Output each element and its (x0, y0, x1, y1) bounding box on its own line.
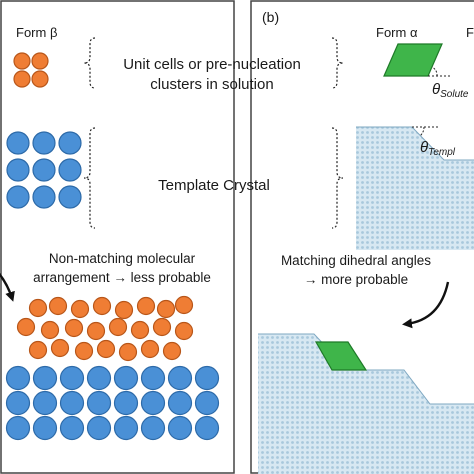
template-molecule (6, 131, 30, 155)
template-surface-bottom (258, 334, 474, 474)
form-beta-molecule (140, 339, 160, 359)
template-molecule (59, 390, 85, 416)
template-molecule (86, 415, 112, 441)
form-beta-molecule (174, 321, 194, 341)
template-molecule (113, 390, 139, 416)
template-crystal-layer (5, 365, 220, 441)
template-molecule (32, 158, 56, 182)
template-molecule (32, 185, 56, 209)
form-alpha-label: Form α (376, 25, 418, 40)
form-beta-random-layer (16, 295, 194, 362)
form-beta-molecule (74, 341, 94, 361)
form-beta-molecule (31, 70, 49, 88)
caption-right-outcome-line2: → more probable (304, 272, 408, 287)
form-beta-molecule (13, 70, 31, 88)
brace-icon (83, 37, 96, 89)
caption-template-crystal: Template Crystal (158, 177, 270, 194)
theta-solute-label: θSolute (432, 81, 469, 100)
theta-template-label: θTempl (420, 139, 456, 158)
form-beta-molecule (162, 341, 182, 361)
template-molecule (5, 415, 31, 441)
template-molecule (113, 415, 139, 441)
template-molecule (59, 365, 85, 391)
form-beta-molecule (28, 340, 48, 360)
template-molecule (5, 365, 31, 391)
caption-right-outcome-line1: Matching dihedral angles (281, 253, 431, 268)
template-molecule (167, 390, 193, 416)
form-beta-molecule (108, 317, 128, 337)
brace-icon (83, 127, 96, 229)
form-beta-molecule (114, 300, 134, 320)
form-beta-molecule (13, 52, 31, 70)
template-molecule (86, 365, 112, 391)
form-beta-label: Form β (16, 25, 57, 40)
form-beta-molecule (86, 321, 106, 341)
form-beta-molecule (48, 296, 68, 316)
template-bottom-outline (258, 333, 474, 405)
left-panel-frame (0, 0, 235, 474)
form-beta-molecule (31, 52, 49, 70)
form-alpha-nucleus (314, 341, 368, 371)
template-molecule (58, 185, 82, 209)
template-molecule (140, 365, 166, 391)
template-molecule (194, 390, 220, 416)
form-beta-molecule (152, 317, 172, 337)
form-beta-molecule (28, 298, 48, 318)
panel-tag-b: (b) (262, 9, 279, 25)
form-beta-molecule (64, 318, 84, 338)
form-beta-molecule (16, 317, 36, 337)
template-molecule (59, 415, 85, 441)
form-alpha-unit-cell (383, 43, 443, 77)
template-molecule (32, 390, 58, 416)
template-angle-arc (419, 126, 425, 137)
form-beta-cluster (13, 52, 49, 88)
template-molecule (113, 365, 139, 391)
brace-icon (331, 127, 344, 229)
template-molecule (194, 415, 220, 441)
form-beta-molecule (156, 299, 176, 319)
template-molecule (5, 390, 31, 416)
form-beta-molecule (118, 342, 138, 362)
caption-clusters-line2: clusters in solution (150, 76, 273, 93)
caption-left-outcome-line1: Non-matching molecular (49, 251, 196, 266)
template-surface-top (356, 127, 474, 250)
template-molecule (6, 185, 30, 209)
curved-arrow-icon (402, 281, 450, 329)
template-molecule (86, 390, 112, 416)
template-molecule (167, 415, 193, 441)
template-molecule (32, 365, 58, 391)
template-step-outline (356, 126, 474, 161)
template-molecule (6, 158, 30, 182)
template-molecule (194, 365, 220, 391)
template-molecule (32, 415, 58, 441)
template-molecule (167, 365, 193, 391)
form-label-partial: F (466, 25, 474, 40)
template-molecule (58, 131, 82, 155)
form-beta-molecule (92, 296, 112, 316)
caption-clusters-line1: Unit cells or pre-nucleation (123, 56, 301, 73)
form-beta-molecule (70, 299, 90, 319)
template-molecule (140, 415, 166, 441)
caption-left-outcome-line2: arrangement → less probable (33, 270, 211, 285)
template-molecule (32, 131, 56, 155)
template-crystal-cluster (6, 131, 82, 209)
form-beta-molecule (130, 320, 150, 340)
form-beta-molecule (136, 296, 156, 316)
brace-icon (331, 37, 344, 89)
form-beta-molecule (174, 295, 194, 315)
form-beta-molecule (50, 338, 70, 358)
template-molecule (58, 158, 82, 182)
form-beta-molecule (96, 339, 116, 359)
template-molecule (140, 390, 166, 416)
solute-angle-arc (431, 66, 438, 77)
curved-arrow-icon (0, 272, 15, 302)
form-beta-molecule (40, 320, 60, 340)
